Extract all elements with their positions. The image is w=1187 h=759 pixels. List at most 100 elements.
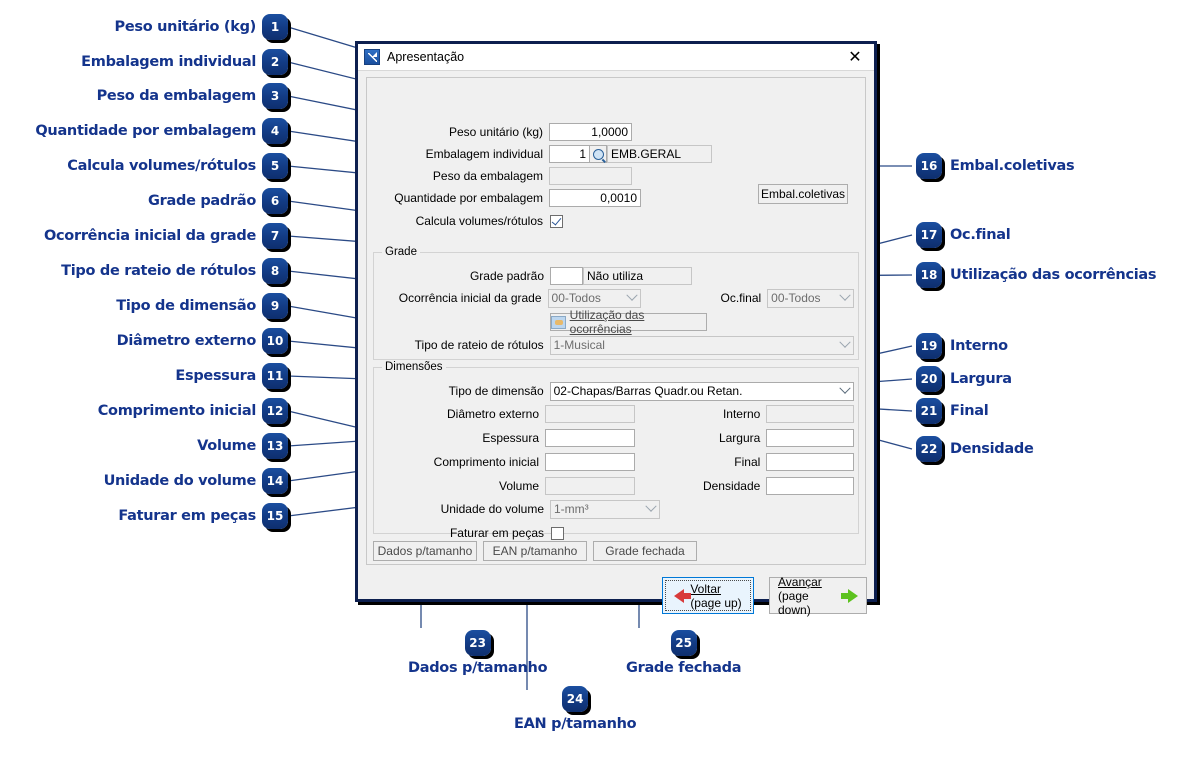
callout-label: Interno [950,338,1008,354]
callout-badge: 15 [262,503,288,529]
dados-tamanho-button[interactable]: Dados p/tamanho [373,541,477,561]
callout-badge: 3 [262,83,288,109]
avancar-button[interactable]: Avançar (page down) [769,574,867,617]
tipo-dimensao-label: Tipo de dimensão [448,384,544,398]
chevron-down-icon [836,336,853,354]
callout-badge: 23 [464,630,491,656]
dialog-titlebar[interactable]: Apresentação ✕ [358,44,874,71]
callout-badge: 14 [262,468,288,494]
callout-label: Grade fechada [626,660,742,676]
tipo-rateio-value: 1-Musical [553,338,605,352]
callout-15: Faturar em peças 15 [0,503,288,529]
chevron-down-icon [836,382,853,400]
search-lookup-icon[interactable] [590,145,607,163]
callout-1: Peso unitário (kg) 1 [0,14,288,40]
oc-final-select[interactable]: 00-Todos [767,288,854,308]
faturar-pecas-label: Faturar em peças [449,526,544,540]
callout-label: Embalagem individual [81,54,256,70]
embal-coletivas-label: Embal.coletivas [760,187,846,201]
callout-9: Tipo de dimensão 9 [0,293,288,319]
comprimento-inicial-input[interactable] [545,453,635,471]
callout-badge: 5 [262,153,288,179]
callout-11: Espessura 11 [0,363,288,389]
voltar-sub: (page up) [690,595,742,610]
peso-unitario-input[interactable]: 1,0000 [549,123,632,141]
densidade-label: Densidade [702,479,761,493]
densidade-input[interactable] [766,477,854,495]
largura-label: Largura [718,431,761,445]
callout-label: Calcula volumes/rótulos [67,158,256,174]
tipo-rateio-select[interactable]: 1-Musical [549,335,854,355]
faturar-pecas-checkbox[interactable] [551,526,564,540]
callout-badge: 18 [916,262,942,288]
largura-input[interactable] [766,429,854,447]
utilizacao-ocorrencias-button[interactable]: Utilização das ocorrências [550,308,707,336]
arrow-right-green-icon [841,588,858,603]
peso-embalagem-label: Peso da embalagem [432,169,543,183]
grade-fechada-button[interactable]: Grade fechada [593,541,697,561]
final-input[interactable] [766,453,854,471]
callout-label: Oc.final [950,227,1011,243]
final-label: Final [734,455,761,469]
grade-padrao-code-input[interactable] [550,267,583,285]
quantidade-embalagem-input[interactable]: 0,0010 [549,189,641,207]
grade-groupbox: Grade Grade padrão Não utiliza Ocorrênci… [373,246,859,360]
callout-label: Dados p/tamanho [408,660,548,676]
ocorrencia-inicial-label: Ocorrência inicial da grade [398,291,542,305]
ocorrencia-inicial-value: 00-Todos [551,291,601,305]
ocorrencia-inicial-select[interactable]: 00-Todos [547,288,642,308]
hand-pointer-icon [551,315,566,329]
callout-label: Unidade do volume [103,473,257,489]
volume-label: Volume [499,479,540,493]
row-unidade-volume: Unidade do volume 1-mm³ [368,499,854,519]
callout-label: Quantidade por embalagem [35,123,256,139]
row-embalagem-individual: Embalagem individual 1 EMB.GERAL [367,145,859,163]
callout-badge: 9 [262,293,288,319]
voltar-button[interactable]: Voltar (page up) [662,577,754,614]
callout-label: Largura [950,371,1012,387]
grade-padrao-desc: Não utiliza [583,267,692,285]
row-calcula-volumes: Calcula volumes/rótulos [367,212,859,230]
callout-badge: 20 [916,366,942,392]
interno-input [766,405,854,423]
callout-badge: 22 [916,436,942,462]
app-arrow-icon [364,49,380,65]
ean-tamanho-button[interactable]: EAN p/tamanho [483,541,587,561]
chevron-down-icon [623,289,640,307]
callout-label: Faturar em peças [118,508,256,524]
embalagem-individual-desc: EMB.GERAL [607,145,712,163]
callout-badge: 13 [262,433,288,459]
dialog-title: Apresentação [387,50,465,64]
row-espessura: Espessura Largura [368,429,854,447]
tipo-dimensao-select[interactable]: 02-Chapas/Barras Quadr.ou Retan. [549,381,854,401]
close-icon[interactable]: ✕ [848,47,862,66]
callout-10: Diâmetro externo 10 [0,328,288,354]
utilizacao-ocorrencias-label: Utilização das ocorrências [569,308,645,336]
callout-3: Peso da embalagem 3 [0,83,288,109]
avancar-title: Avançar [778,574,822,589]
main-panel: Peso unitário (kg) 1,0000 Embalagem indi… [366,77,866,565]
unidade-volume-select[interactable]: 1-mm³ [550,499,660,519]
callout-24: 24 EAN p/tamanho [514,686,637,732]
row-tipo-rateio: Tipo de rateio de rótulos 1-Musical [368,335,854,355]
row-tipo-dimensao: Tipo de dimensão 02-Chapas/Barras Quadr.… [368,381,854,401]
embalagem-individual-code-input[interactable]: 1 [549,145,590,163]
callout-20: 20 Largura [916,366,1012,392]
chevron-down-icon [642,500,659,518]
calcula-volumes-checkbox[interactable] [550,214,563,228]
callout-6: Grade padrão 6 [0,188,288,214]
callout-label: Tipo de rateio de rótulos [61,263,256,279]
peso-embalagem-input [549,167,632,185]
embal-coletivas-button[interactable]: Embal.coletivas [758,184,848,204]
unidade-volume-label: Unidade do volume [440,502,544,516]
callout-21: 21 Final [916,398,989,424]
callout-badge: 6 [262,188,288,214]
callout-label: Embal.coletivas [950,158,1075,174]
oc-final-label: Oc.final [720,291,762,305]
callout-25: 25 Grade fechada [626,630,742,676]
callout-badge: 19 [916,333,942,359]
dimensoes-group-caption: Dimensões [382,361,446,373]
callout-label: Peso da embalagem [96,88,257,104]
espessura-input[interactable] [545,429,635,447]
callout-2: Embalagem individual 2 [0,49,288,75]
